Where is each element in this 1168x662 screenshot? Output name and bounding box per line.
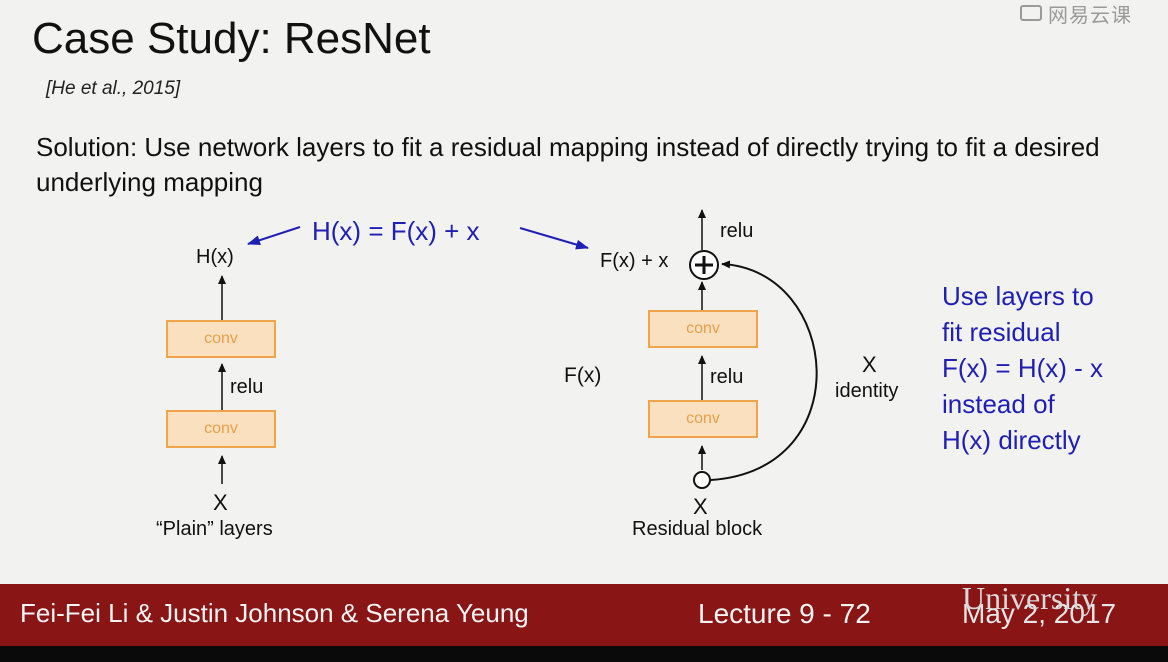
note-line: fit residual — [942, 317, 1061, 347]
residual-note: Use layers to fit residual F(x) = H(x) -… — [942, 278, 1103, 458]
identity-x-label: X — [862, 352, 877, 377]
residual-sum-label: F(x) + x — [600, 250, 669, 272]
residual-top-relu-label: relu — [720, 220, 754, 242]
plain-output-label: H(x) — [196, 246, 234, 268]
residual-fx-label: F(x) — [564, 364, 602, 387]
residual-relu-label: relu — [710, 366, 744, 388]
note-line: F(x) = H(x) - x — [942, 353, 1104, 383]
equation-arrow-right — [519, 227, 589, 250]
plain-input-label: X — [213, 490, 228, 515]
residual-conv-bottom: conv — [648, 400, 758, 438]
diagram-arrows — [218, 209, 818, 489]
identity-label: identity — [835, 380, 899, 402]
footer-authors: Fei-Fei Li & Justin Johnson & Serena Yeu… — [20, 598, 529, 628]
plain-conv-top: conv — [166, 320, 276, 358]
residual-input-label: X — [693, 494, 708, 519]
equation-label: H(x) = F(x) + x — [312, 216, 480, 246]
footer-date: May 2, 2017 — [962, 598, 1117, 629]
plain-caption: “Plain” layers — [156, 518, 273, 540]
slide-footer: Fei-Fei Li & Justin Johnson & Serena Yeu… — [0, 580, 1168, 646]
footer-lecture: Lecture 9 - 72 — [698, 598, 871, 629]
residual-conv-top: conv — [648, 310, 758, 348]
identity-skip-arrow — [710, 260, 818, 481]
plain-relu-label: relu — [230, 376, 264, 398]
equation-arrow-left — [247, 226, 301, 246]
citation: [He et al., 2015] — [46, 78, 181, 99]
plus-node-icon — [689, 250, 719, 280]
plain-conv-bottom: conv — [166, 410, 276, 448]
footer-overlay-text: University — [962, 580, 1098, 616]
footer-bottom-bar — [0, 646, 1168, 662]
solution-text: Solution: Use network layers to fit a re… — [36, 132, 1100, 197]
residual-input-node — [693, 471, 711, 489]
watermark: 网易云课 — [1020, 0, 1132, 27]
watermark-logo-icon — [1020, 5, 1042, 21]
note-line: H(x) directly — [942, 425, 1081, 455]
note-line: instead of — [942, 389, 1055, 419]
slide-title: Case Study: ResNet — [32, 14, 431, 63]
residual-caption: Residual block — [632, 518, 763, 540]
note-line: Use layers to — [942, 281, 1094, 311]
watermark-text: 网易云课 — [1048, 4, 1132, 27]
